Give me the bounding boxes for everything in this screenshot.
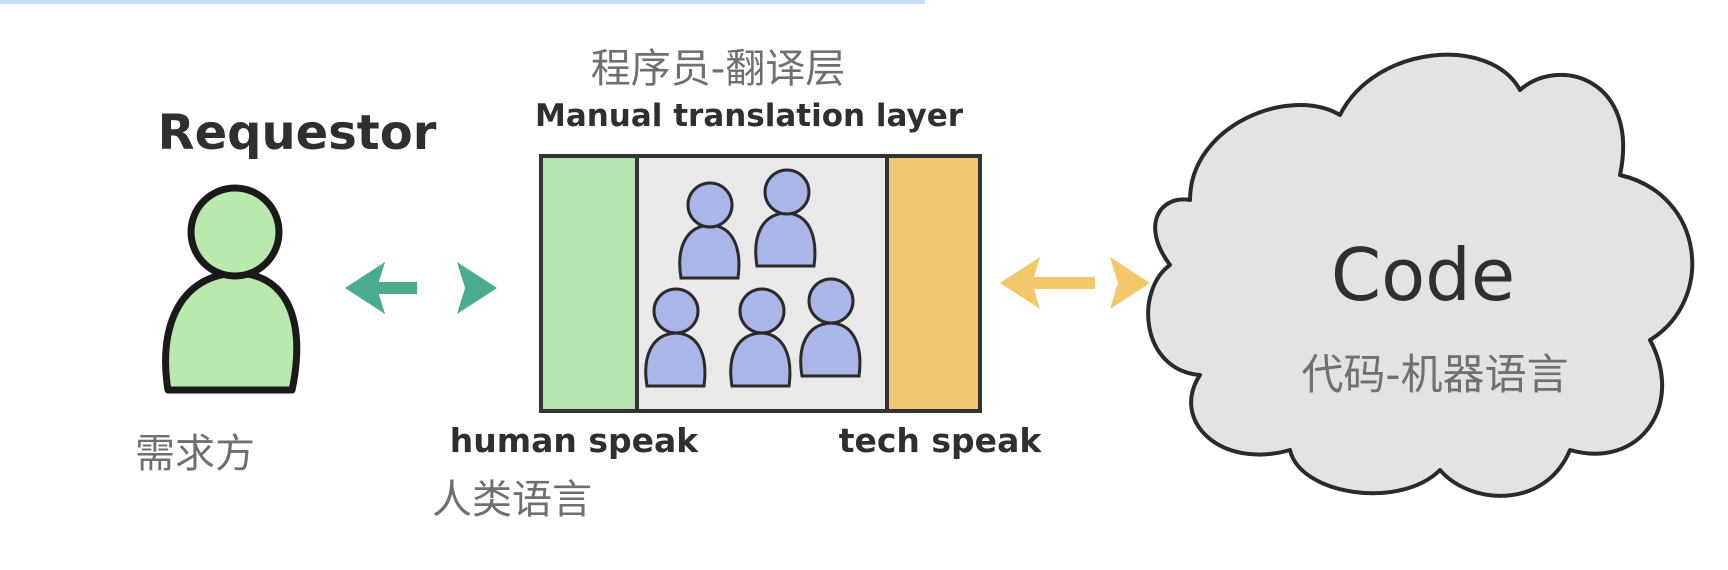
layer-title-zh: 程序员-翻译层 — [591, 46, 845, 92]
requestor-title: Requestor — [158, 105, 437, 161]
requestor-subtitle-zh: 需求方 — [135, 431, 255, 477]
code-subtitle-zh: 代码-机器语言 — [1301, 350, 1568, 399]
programmer-person-icon-5 — [799, 277, 862, 378]
code-title: Code — [1331, 233, 1515, 317]
code-cloud — [1146, 52, 1695, 498]
translation-layer-box — [539, 154, 982, 413]
human-speak-label: human speak — [450, 421, 700, 460]
programmer-person-icon-3 — [644, 287, 707, 388]
programmer-person-icon-1 — [678, 181, 741, 280]
programmer-person-icon-2 — [754, 168, 817, 268]
programmer-person-icon-4 — [729, 287, 792, 388]
tech-speak-label: tech speak — [839, 421, 1043, 460]
requestor-person-icon — [162, 184, 301, 394]
tech-speak-panel — [885, 154, 982, 413]
layer-title-en: Manual translation layer — [535, 98, 964, 134]
right-double-arrow — [1000, 257, 1150, 309]
human-speak-zh: 人类语言 — [432, 477, 592, 523]
human-speak-panel — [539, 154, 639, 413]
left-double-arrow — [345, 262, 497, 314]
top-accent-bar — [0, 0, 925, 4]
